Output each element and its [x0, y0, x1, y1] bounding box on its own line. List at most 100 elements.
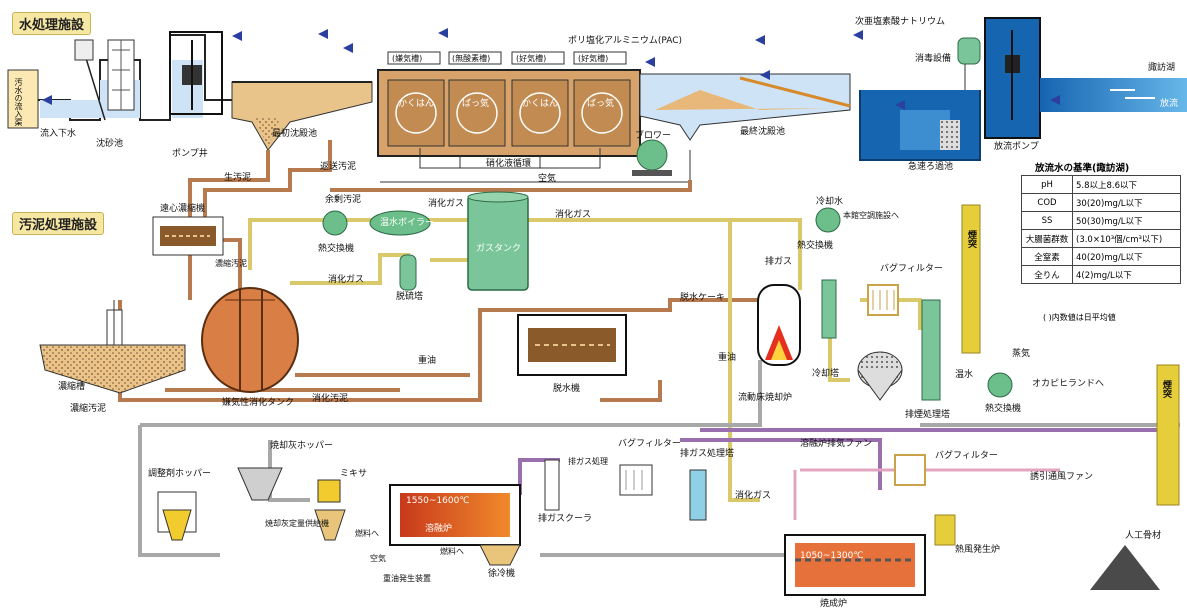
slag-cooler	[480, 545, 520, 565]
label-fuel-equip: 重油発生装置	[383, 575, 431, 583]
label-mixer: ミキサ	[340, 470, 367, 479]
bag-filter-3	[895, 455, 925, 485]
water-section-title: 水処理施設	[12, 12, 91, 35]
label-cake: 脱水ケーキ	[680, 294, 725, 303]
standards-value: 4(2)mg/L以下	[1073, 266, 1181, 284]
dewatering-machine	[518, 315, 626, 375]
label-fuel: 重油	[718, 354, 736, 363]
label-excess: 余剰汚泥	[325, 196, 361, 205]
label-final: 最終沈殿池	[740, 128, 785, 137]
label-primary: 最初沈殿池	[272, 130, 317, 139]
label-tank1: かくはん	[398, 100, 434, 109]
ash-cyclone	[858, 352, 902, 400]
label-digested: 消化汚泥	[312, 395, 348, 404]
label-disinfection: 消毒設備	[915, 55, 951, 64]
adjuster-hopper	[158, 492, 196, 540]
label-pac: ポリ塩化アルミニウム(PAC)	[568, 37, 682, 46]
standards-key: 大腸菌群数	[1022, 230, 1073, 248]
label-induced-fan: 誘引通風ファン	[1030, 473, 1093, 482]
standards-title: 放流水の基準(諏訪湖)	[1035, 160, 1129, 174]
discharge-pump-well	[985, 18, 1040, 138]
standards-key: 全窒素	[1022, 248, 1073, 266]
heat-exchanger-3	[988, 373, 1012, 397]
label-bag2: バグフィルター	[618, 440, 681, 449]
exhaust-treatment-tower	[690, 470, 706, 520]
label-melt-temp: 1550~1600℃	[406, 497, 469, 506]
label-steam: 蒸気	[1012, 350, 1030, 359]
chimney-1	[962, 205, 980, 353]
label-boiler: 温水ボイラー	[380, 219, 434, 228]
label-exhaust: 排ガス	[765, 258, 792, 267]
standards-value: 5.8以上8.6以下	[1073, 176, 1181, 194]
standards-key: COD	[1022, 194, 1073, 212]
label-fluid-furnace: 流動床焼却炉	[738, 394, 792, 403]
label-desulfurizer: 脱硫塔	[396, 293, 423, 302]
primary-settling-tank	[232, 82, 372, 150]
bag-filter-1	[868, 285, 898, 315]
sintering-furnace	[785, 535, 925, 595]
label-raw-sludge: 生汚泥	[224, 174, 251, 183]
fluidized-furnace	[758, 285, 800, 365]
label-nitrified: 硝化液循環	[486, 160, 531, 169]
label-flue-fan: 溶融炉排気ファン	[800, 440, 872, 449]
label-hot-water: 温水	[955, 371, 973, 380]
label-gas-cooler: 排ガスクーラ	[538, 515, 592, 524]
label-return: 返送汚泥	[320, 163, 356, 172]
bag-filter-2	[620, 465, 652, 495]
disinfection-tank	[958, 38, 980, 90]
label-hx2: 熱交換機	[797, 242, 833, 251]
aggregate-pile	[1090, 545, 1160, 590]
melting-furnace	[390, 485, 520, 545]
label-aerobic2: (好気槽)	[578, 55, 608, 63]
standards-note: ( )内数値は日平均値	[1043, 312, 1116, 323]
label-grit: 沈砂池	[96, 140, 123, 149]
standards-value: 40(20)mg/L以下	[1073, 248, 1181, 266]
label-lake: 諏訪湖	[1148, 64, 1175, 73]
label-slag-cooler: 徐冷機	[488, 570, 515, 579]
label-fuel-oil-1: 重油	[418, 357, 436, 366]
label-settling: 濃縮槽	[58, 383, 85, 392]
heat-exchanger-1	[323, 211, 347, 235]
hot-gas-generator	[935, 515, 955, 545]
label-tank4: ばっ気	[587, 100, 614, 109]
label-gas3: 消化ガス	[328, 276, 364, 285]
heat-exchanger-2	[816, 208, 840, 232]
label-cooling-water: 冷却水	[816, 198, 843, 207]
label-outdoor: オカピヒランドへ	[1032, 380, 1104, 389]
label-ash-treatment: 排ガス処理	[568, 458, 608, 466]
label-tank3: かくはん	[522, 100, 558, 109]
label-cooling-tower: 冷却塔	[812, 370, 839, 379]
rapid-filter	[860, 90, 980, 160]
standards-key: SS	[1022, 212, 1073, 230]
label-treatment: 排ガス処理塔	[680, 450, 734, 459]
label-fuel2: 燃料へ	[355, 530, 379, 538]
label-hx3: 熱交換機	[985, 405, 1021, 414]
gas-cooler	[545, 460, 559, 510]
label-thick-sludge: 濃縮汚泥	[215, 260, 247, 268]
ash-hopper	[238, 468, 282, 500]
label-recirc-temp: 1050~1300℃	[800, 552, 863, 561]
label-pump-sludge: 濃縮汚泥	[70, 405, 106, 414]
label-scrubber: 排煙処理塔	[905, 411, 950, 420]
label-dewatering: 脱水機	[553, 385, 580, 394]
label-hx1: 熱交換機	[318, 245, 354, 254]
label-gas2: 消化ガス	[555, 211, 591, 220]
label-anaerobic: (嫌気槽)	[392, 55, 422, 63]
label-inflow: 流入下水	[40, 130, 76, 139]
label-hot-gas: 熱風発生炉	[955, 546, 1000, 555]
standards-value: (3.0×10³個/cm³以下)	[1073, 230, 1181, 248]
centrifugal-thickener	[153, 217, 223, 255]
label-discharge-pump: 放流ポンプ	[994, 143, 1039, 152]
label-air2: 空気	[370, 555, 386, 563]
label-discharge: 放流	[1160, 100, 1178, 109]
gas-tank	[468, 192, 528, 290]
standards-value: 30(20)mg/L以下	[1073, 194, 1181, 212]
label-ash-hopper: 焼却灰ホッパー	[270, 442, 333, 451]
label-air: 空気	[538, 175, 556, 184]
label-hypochlorite: 次亜塩素酸ナトリウム	[855, 18, 945, 27]
